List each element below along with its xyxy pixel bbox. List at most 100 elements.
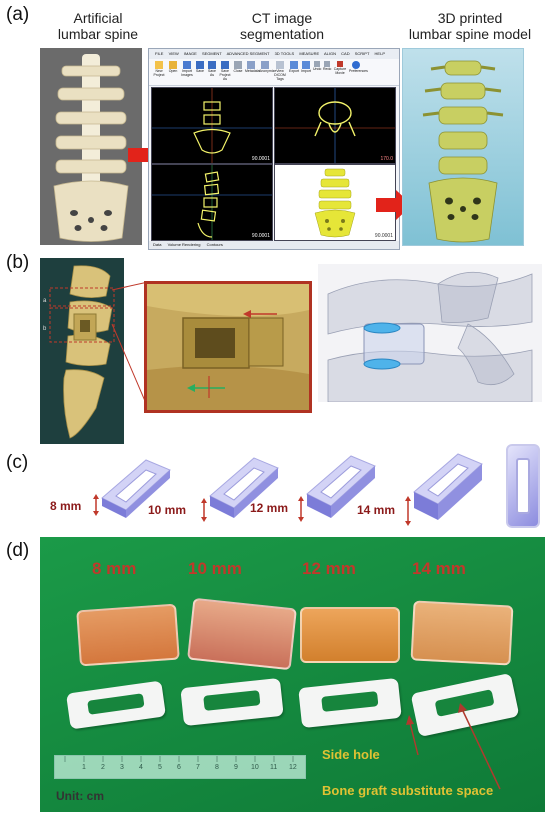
ruler-number: 7 (196, 764, 200, 771)
ruler-number: 9 (234, 764, 238, 771)
ribbon-button-label: Export (289, 69, 300, 73)
panel-a-label: (a) (6, 4, 30, 25)
caption-ct-segmentation: CT image segmentation (212, 10, 352, 42)
bottom-tabs: Data Volume Rendering Contours (149, 241, 399, 249)
cage-closeup-photo (144, 281, 312, 413)
ribbon-button[interactable]: Save As (207, 61, 217, 81)
ribbon-button[interactable]: Undo (313, 61, 321, 81)
ruler: 1 2 3 4 5 6 7 8 9 10 11 12 (54, 755, 306, 779)
ribbon-button[interactable]: Save (195, 61, 205, 81)
spine-3d-render-illustration (314, 168, 356, 238)
ruler-number: 6 (177, 764, 181, 771)
ribbon-button-label: Redo (323, 67, 332, 71)
cage-12mm-render (303, 452, 379, 524)
ribbon-button-label: Import (301, 69, 311, 73)
svg-text:b: b (43, 326, 47, 332)
height-label: 14 mm (357, 503, 396, 517)
sagittal-model-photo: a b (40, 258, 124, 444)
ribbon-button-label: Anonymize (259, 69, 277, 73)
ribbon-button[interactable]: Open (167, 61, 179, 81)
ruler-number: 4 (139, 764, 143, 771)
ribbon-button[interactable]: Preferences (349, 61, 368, 81)
ribbon-button[interactable]: Export (289, 61, 299, 81)
menu-item[interactable]: VIEW (168, 51, 179, 56)
ribbon-button[interactable]: Save Project As (219, 61, 231, 81)
ribbon-button-label: Open (168, 69, 178, 73)
unit-label: Unit: cm (56, 789, 104, 803)
ribbon-button-label: New Project (153, 69, 165, 77)
caption-line: 3D printed (437, 10, 503, 26)
ribbon-button-label: Capture Movie (333, 67, 347, 75)
size-label: 12 mm (302, 559, 356, 578)
menu-item[interactable]: MEASURE (299, 51, 320, 56)
ribbon-button-label: View DICOM Tags (274, 69, 286, 81)
viewport-coronal[interactable]: 90.0001 (151, 87, 273, 164)
ribbon-button-label: Preferences (349, 69, 368, 73)
viewport-value: 170.0 (380, 156, 393, 162)
ribbon-button[interactable]: New Project (153, 61, 165, 81)
menu-item[interactable]: ADVANCED SEGMENT (226, 51, 270, 56)
ribbon-button[interactable]: View DICOM Tags (273, 61, 287, 81)
cage-8mm-render (98, 456, 174, 522)
menu-item[interactable]: SEGMENT (201, 51, 222, 56)
menu-item[interactable]: HELP (374, 51, 385, 56)
cage-render-illustration (413, 453, 483, 520)
ruler-number: 5 (158, 764, 162, 771)
bone-graft-block (300, 607, 400, 663)
bone-graft-block (187, 597, 297, 671)
ruler-number: 10 (251, 764, 259, 771)
ribbon-button[interactable]: Capture Movie (333, 61, 347, 81)
ribbon-button-label: Save As (208, 69, 216, 77)
ribbon-button[interactable]: Metadata (245, 61, 260, 81)
cage-render-illustration (306, 455, 376, 518)
menu-item[interactable]: SCRIPT (354, 51, 370, 56)
ribbon-button[interactable]: Redo (323, 61, 331, 81)
tab-contours[interactable]: Contours (206, 242, 223, 247)
cage-top-view (506, 444, 540, 528)
sagittal-model-illustration: a b (43, 265, 115, 439)
ribbon-button-label: Save Project As (219, 69, 231, 81)
menu-item[interactable]: FILE (155, 51, 164, 56)
menu-item[interactable]: IMAGE (183, 51, 197, 56)
ribbon-button-label: Import Images (181, 69, 193, 77)
bone-graft-space-label: Bone graft substitute space (322, 783, 494, 798)
ruler-number: 8 (215, 764, 219, 771)
height-arrow-icon (93, 494, 99, 516)
height-label: 10 mm (148, 503, 187, 517)
viewport-axial[interactable]: 170.0 (274, 87, 396, 164)
cage-10mm-render (206, 454, 282, 524)
sagittal-slice-illustration (152, 165, 272, 240)
viewport-sagittal[interactable]: 90.0001 (151, 164, 273, 241)
ribbon-button[interactable]: Import Images (181, 61, 193, 81)
ribbon-button[interactable]: Anonymize (259, 61, 276, 81)
caption-line: lumbar spine model (408, 26, 532, 42)
menu-item[interactable]: 3D TOOLS (274, 51, 295, 56)
cage-graft-window (203, 690, 261, 711)
menu-item[interactable]: CAD (341, 51, 350, 56)
cage-closeup-illustration (147, 284, 309, 410)
panel-b-label: (b) (6, 252, 30, 273)
viewport-value: 90.0001 (374, 233, 393, 239)
coronal-slice-illustration (152, 88, 272, 163)
viewport-3d[interactable]: 90.0001 (274, 164, 396, 241)
height-label: 12 mm (250, 501, 289, 515)
side-hole-label: Side hole (322, 747, 380, 762)
fea-cage-model-view (318, 264, 542, 403)
cage-top-view-window (516, 458, 530, 514)
cage-14mm-render (410, 450, 486, 526)
zoom-connector-lines (111, 281, 149, 409)
ribbon-button-label: Close (233, 69, 243, 73)
ribbon-button[interactable]: Close (233, 61, 243, 81)
printed-spine-photo (402, 48, 524, 246)
printed-cage-8mm (65, 680, 167, 730)
height-arrow-icon (405, 496, 411, 526)
tab-volume-rendering[interactable]: Volume Rendering (167, 242, 201, 247)
ruler-number: 11 (270, 764, 278, 771)
menu-item[interactable]: ALIGN (324, 51, 337, 56)
ribbon-button[interactable]: Import (301, 61, 311, 81)
annotation-arrows (406, 703, 501, 790)
caption-artificial-spine: Artificial lumbar spine (38, 10, 158, 42)
height-label: 8 mm (50, 499, 82, 513)
tab-data[interactable]: Data (153, 242, 162, 247)
caption-line: CT image (251, 10, 313, 26)
